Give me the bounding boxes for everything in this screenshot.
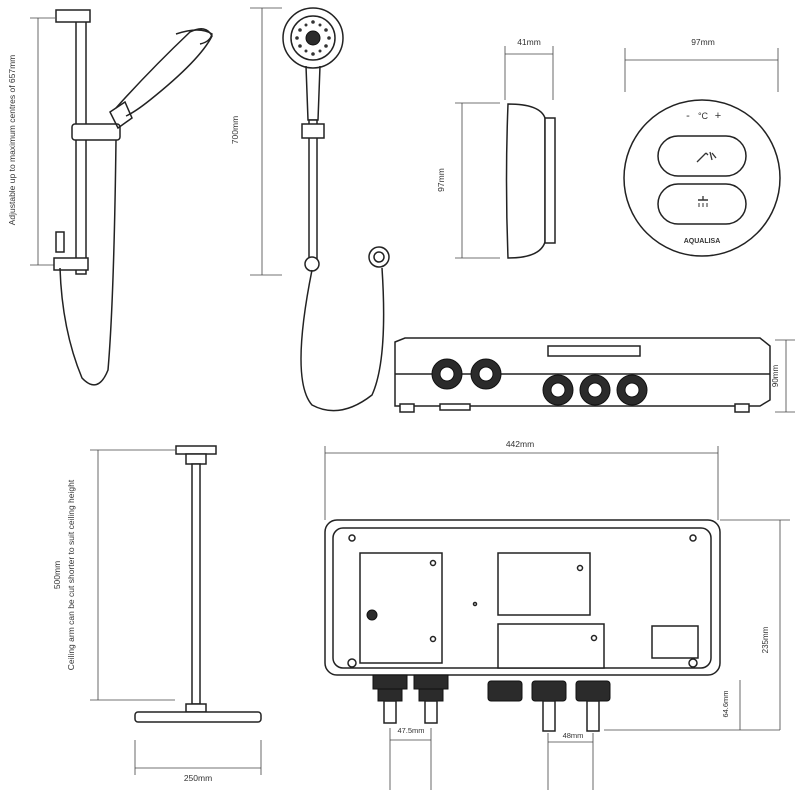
outlet-fittings bbox=[487, 680, 611, 732]
temp-minus-label: - bbox=[686, 110, 690, 122]
ceiling-arm: 500mm Ceiling arm can be cut shorter to … bbox=[52, 445, 262, 783]
inlet-fittings bbox=[372, 674, 449, 724]
depth-90-label: 90mm bbox=[771, 365, 780, 388]
shower-spray-icon bbox=[696, 151, 717, 163]
processor-side-view: 90mm bbox=[394, 337, 795, 413]
spray-button[interactable] bbox=[657, 135, 747, 177]
width-41-label: 41mm bbox=[517, 37, 541, 47]
spray-nozzles bbox=[295, 20, 331, 56]
height-235-label: 235mm bbox=[761, 626, 770, 653]
controller-side-view: 41mm 97mm bbox=[436, 37, 556, 259]
flow-button[interactable] bbox=[657, 183, 747, 225]
height-700-label: 700mm bbox=[230, 116, 240, 144]
width-442-label: 442mm bbox=[506, 439, 534, 449]
width-250-label: 250mm bbox=[184, 773, 212, 783]
processor-front-view: 442mm bbox=[324, 439, 790, 790]
shower-head-icon bbox=[698, 196, 708, 207]
brand-label: AQUALISA bbox=[684, 238, 721, 245]
width-97-label: 97mm bbox=[691, 37, 715, 47]
temp-plus-label: + bbox=[715, 110, 721, 122]
height-500-label: 500mm bbox=[52, 561, 62, 589]
height-97-label: 97mm bbox=[436, 168, 446, 192]
rail-kit-front: 700mm bbox=[230, 7, 390, 412]
spacing-48-label: 48mm bbox=[563, 731, 584, 740]
riser-rail-kit: Adjustable up to maximum centres of 657m… bbox=[7, 9, 213, 386]
spacing-475-label: 47.5mm bbox=[397, 726, 424, 735]
riser-adjust-label: Adjustable up to maximum centres of 657m… bbox=[7, 55, 17, 226]
temp-unit-label: °C bbox=[698, 111, 709, 121]
height-646-label: 64.6mm bbox=[721, 690, 730, 717]
controller-front-view: 97mm - °C + AQUALISA bbox=[623, 37, 781, 257]
ceiling-note-label: Ceiling arm can be cut shorter to suit c… bbox=[66, 479, 76, 670]
